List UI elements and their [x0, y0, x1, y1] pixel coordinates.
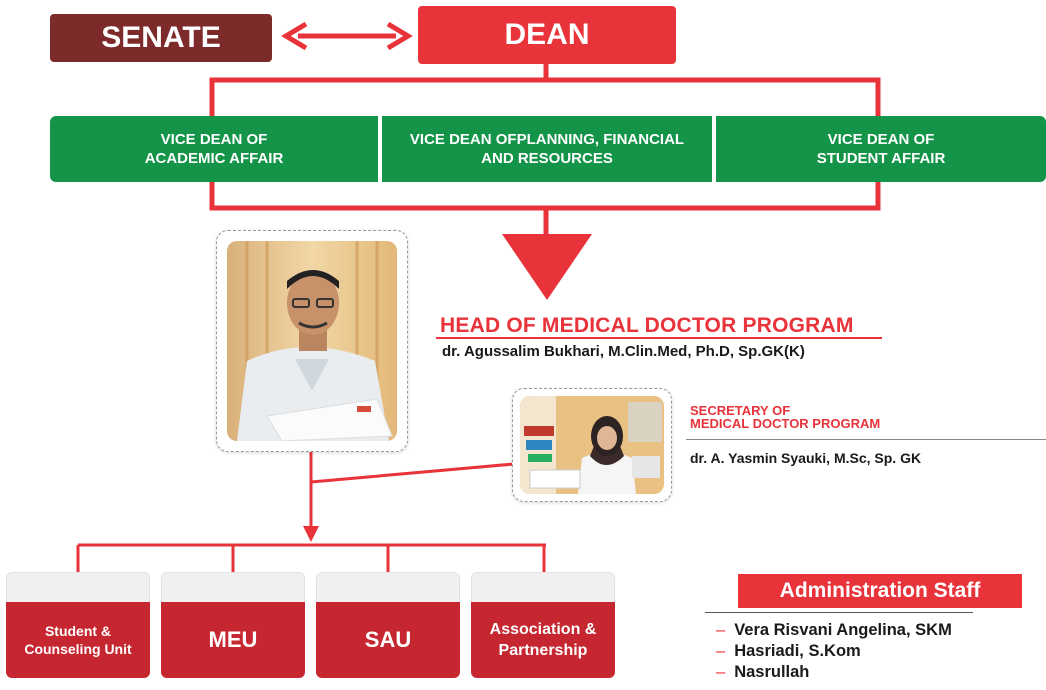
- admin-staff-list: –Vera Risvani Angelina, SKM –Hasriadi, S…: [716, 620, 952, 683]
- secretary-photo: [520, 396, 664, 494]
- arrowhead-right: [386, 21, 413, 51]
- vice-dean-academic-box: VICE DEAN OF ACADEMIC AFFAIR: [50, 116, 378, 182]
- vice-dean-planning-line2: AND RESOURCES: [481, 150, 613, 167]
- unit-3-line1: SAU: [364, 627, 412, 652]
- admin-underline: [705, 612, 973, 613]
- vice-dean-academic-line2: ACADEMIC AFFAIR: [144, 150, 284, 167]
- unit-4-line2: Partnership: [498, 642, 588, 659]
- head-underline: [436, 337, 882, 339]
- head-arrowhead: [303, 526, 319, 542]
- unit-student-counseling: Student & Counseling Unit: [6, 602, 150, 678]
- vice-dean-student-box: VICE DEAN OF STUDENT AFFAIR: [716, 116, 1046, 182]
- vice-dean-student-line2: STUDENT AFFAIR: [816, 150, 946, 167]
- senate-box: SENATE: [50, 14, 272, 62]
- unit-4-cap: [471, 572, 615, 602]
- vice-dean-planning-box: VICE DEAN OFPLANNING, FINANCIAL AND RESO…: [382, 116, 712, 182]
- staff-name: Hasriadi, S.Kom: [734, 642, 861, 660]
- unit-1-line2: Counseling Unit: [24, 641, 132, 657]
- dash-bullet-icon: –: [716, 642, 726, 660]
- secretary-name: dr. A. Yasmin Syauki, M.Sc, Sp. GK: [690, 450, 922, 466]
- secretary-underline: [686, 439, 1046, 440]
- dash-bullet-icon: –: [716, 621, 726, 639]
- staff-item: –Hasriadi, S.Kom: [716, 641, 952, 662]
- head-photo: [227, 241, 397, 441]
- unit-sau: SAU: [316, 602, 460, 678]
- vice-dean-academic-line1: VICE DEAN OF: [160, 131, 268, 148]
- staff-item: –Vera Risvani Angelina, SKM: [716, 620, 952, 641]
- head-photo-frame: [216, 230, 408, 452]
- secretary-link: [310, 462, 515, 484]
- unit-2-cap: [161, 572, 305, 602]
- unit-4-line1: Association &: [489, 621, 597, 638]
- secretary-title-line2: MEDICAL DOCTOR PROGRAM: [690, 416, 881, 431]
- big-down-arrow: [502, 234, 592, 300]
- staff-name: Vera Risvani Angelina, SKM: [734, 621, 952, 639]
- head-title: HEAD OF MEDICAL DOCTOR PROGRAM: [440, 314, 854, 337]
- dash-bullet-icon: –: [716, 663, 726, 681]
- admin-staff-title: Administration Staff: [738, 574, 1022, 608]
- unit-2-line1: MEU: [208, 627, 258, 652]
- unit-1-line1: Student &: [44, 623, 112, 639]
- dean-box: DEAN: [418, 6, 676, 64]
- unit-1-cap: [6, 572, 150, 602]
- vice-dean-planning-line1: VICE DEAN OFPLANNING, FINANCIAL: [409, 131, 685, 148]
- head-name: dr. Agussalim Bukhari, M.Clin.Med, Ph.D,…: [442, 343, 805, 360]
- secretary-title: SECRETARY OF MEDICAL DOCTOR PROGRAM: [690, 404, 880, 430]
- senate-label: SENATE: [101, 21, 221, 54]
- staff-item: –Nasrullah: [716, 662, 952, 683]
- arrowhead-left: [281, 21, 308, 51]
- vice-dean-student-line1: VICE DEAN OF: [827, 131, 935, 148]
- secretary-photo-frame: [512, 388, 672, 502]
- unit-3-cap: [316, 572, 460, 602]
- unit-association-partnership: Association & Partnership: [471, 602, 615, 678]
- staff-name: Nasrullah: [734, 663, 810, 681]
- unit-meu: MEU: [161, 602, 305, 678]
- secretary-title-line1: SECRETARY OF: [690, 403, 791, 418]
- dean-label: DEAN: [504, 18, 590, 51]
